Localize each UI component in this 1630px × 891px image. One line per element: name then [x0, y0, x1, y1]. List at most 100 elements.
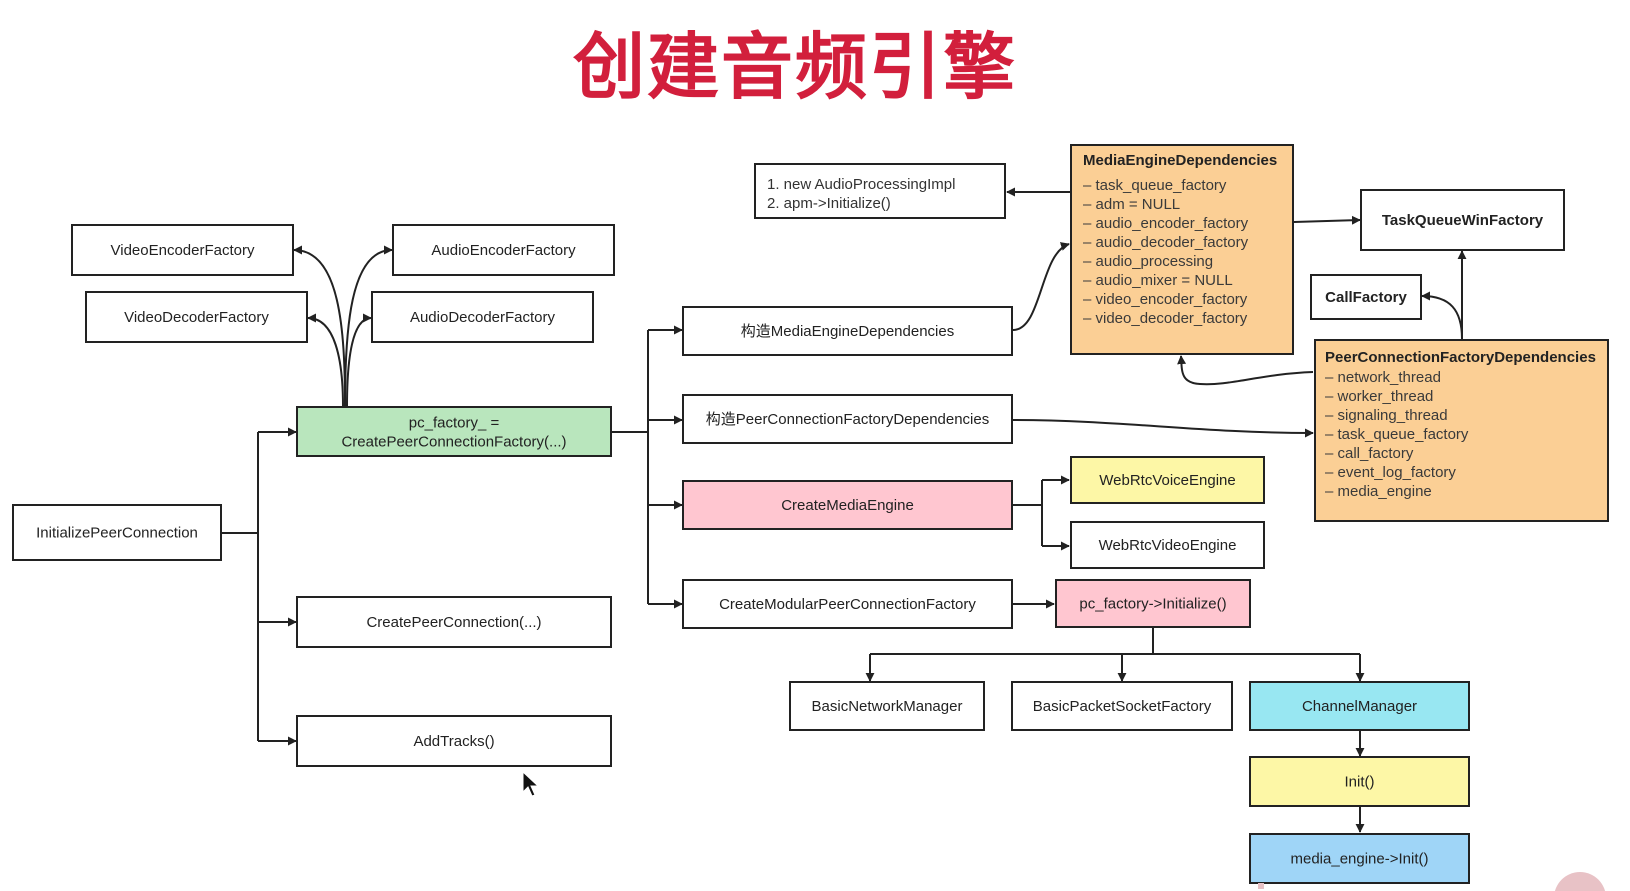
pcf-dependencies-item: – worker_thread	[1325, 388, 1433, 405]
node-initialize-peer-connection: InitializePeerConnection	[12, 504, 222, 561]
node-construct-media-engine-deps-box	[682, 306, 1013, 356]
node-construct-media-engine-deps-label: 构造MediaEngineDependencies	[741, 323, 954, 340]
edge-med-to-task-queue	[1293, 215, 1361, 225]
node-audio-decoder-factory: AudioDecoderFactory	[371, 291, 594, 343]
media-engine-dependencies-item: – task_queue_factory	[1083, 177, 1227, 194]
media-engine-dependencies-item: – audio_decoder_factory	[1083, 234, 1249, 251]
node-video-encoder-factory-label: VideoEncoderFactory	[111, 242, 255, 259]
node-audio-decoder-factory-box	[371, 291, 594, 343]
pcf-dependencies-items: – network_thread – worker_thread – signali…	[1325, 369, 1469, 500]
node-initialize-peer-connection-box	[12, 504, 222, 561]
node-add-tracks: AddTracks()	[296, 715, 612, 767]
node-media-engine-init-box	[1249, 833, 1470, 884]
node-create-modular-pcf-label: CreateModularPeerConnectionFactory	[719, 596, 976, 613]
media-engine-dependencies-item: – audio_mixer = NULL	[1083, 272, 1233, 289]
node-video-encoder-factory: VideoEncoderFactory	[71, 224, 294, 276]
diagram-nodes: InitializePeerConnection pc_factory_ = Cre…	[12, 189, 1565, 884]
node-channel-manager-label: ChannelManager	[1302, 698, 1417, 715]
pcf-dependencies-item: – signaling_thread	[1325, 407, 1448, 424]
node-create-media-engine-box	[682, 480, 1013, 530]
node-task-queue-win-factory-label: TaskQueueWinFactory	[1382, 212, 1544, 229]
node-webrtc-video-engine-label: WebRtcVideoEngine	[1099, 537, 1237, 554]
pcf-dependencies-item: – network_thread	[1325, 369, 1441, 386]
node-init: Init()	[1249, 756, 1470, 807]
pcf-dependencies-item: – task_queue_factory	[1325, 426, 1469, 443]
diagram-edges	[221, 187, 1467, 833]
node-add-tracks-label: AddTracks()	[413, 733, 494, 750]
pcf-dependencies-item: – media_engine	[1325, 483, 1432, 500]
node-channel-manager: ChannelManager	[1249, 681, 1470, 731]
node-init-label: Init()	[1345, 774, 1375, 791]
edge-pcf-to-audio-decoder	[346, 313, 372, 407]
node-initialize-peer-connection-label: InitializePeerConnection	[36, 525, 198, 542]
pcf-dependencies-title: PeerConnectionFactoryDependencies	[1325, 349, 1596, 366]
media-engine-dependencies-box	[1070, 144, 1294, 355]
node-pc-factory: pc_factory_ = CreatePeerConnectionFactory…	[296, 406, 612, 457]
media-engine-dependencies-item: – audio_encoder_factory	[1083, 215, 1249, 232]
node-webrtc-voice-engine-label: WebRtcVoiceEngine	[1099, 472, 1235, 489]
node-audio-decoder-factory-label: AudioDecoderFactory	[410, 309, 556, 326]
node-task-queue-win-factory-box	[1360, 189, 1565, 251]
node-pc-factory-label-line-2: CreatePeerConnectionFactory(...)	[341, 434, 566, 451]
node-basic-packet-socket-factory-label: BasicPacketSocketFactory	[1033, 698, 1212, 715]
media-engine-dependencies-item: – adm = NULL	[1083, 196, 1180, 213]
media-engine-dependencies-item: – video_decoder_factory	[1083, 310, 1248, 327]
media-engine-dependencies-item: – audio_processing	[1083, 253, 1213, 270]
node-basic-packet-socket-factory: BasicPacketSocketFactory	[1011, 681, 1233, 731]
node-webrtc-video-engine-box	[1070, 521, 1265, 569]
apm-note-line-1: 1. new AudioProcessingImpl	[767, 176, 955, 193]
media-engine-dependencies: MediaEngineDependencies – task_queue_fac…	[1070, 144, 1294, 355]
node-audio-encoder-factory: AudioEncoderFactory	[392, 224, 615, 276]
pcf-dependencies: PeerConnectionFactoryDependencies – netw…	[1314, 339, 1609, 522]
node-pc-factory-label: pc_factory_ =	[409, 415, 500, 432]
node-call-factory-box	[1310, 274, 1422, 320]
node-init-box	[1249, 756, 1470, 807]
node-basic-packet-socket-factory-box	[1011, 681, 1233, 731]
node-video-decoder-factory-box	[85, 291, 308, 343]
pcf-dependencies-box	[1314, 339, 1609, 522]
node-construct-pcf-deps-label: 构造PeerConnectionFactoryDependencies	[706, 411, 989, 428]
edge-pcf-to-audio-encoder	[344, 245, 393, 407]
node-media-engine-init: media_engine->Init()	[1249, 833, 1470, 884]
node-pc-factory-initialize: pc_factory->Initialize()	[1055, 579, 1251, 628]
media-engine-dependencies-item: – video_encoder_factory	[1083, 291, 1248, 308]
node-webrtc-video-engine: WebRtcVideoEngine	[1070, 521, 1265, 569]
node-create-modular-pcf-box	[682, 579, 1013, 629]
edge-construct-pcfd-to-struct	[1012, 419, 1314, 438]
node-create-peer-connection-box	[296, 596, 612, 648]
node-pc-factory-initialize-box	[1055, 579, 1251, 628]
node-video-decoder-factory: VideoDecoderFactory	[85, 291, 308, 343]
node-channel-manager-box	[1249, 681, 1470, 731]
node-audio-encoder-factory-label: AudioEncoderFactory	[431, 242, 576, 259]
node-create-modular-pcf: CreateModularPeerConnectionFactory	[682, 579, 1013, 629]
page-title: 创建音频引擎	[572, 25, 1017, 109]
node-construct-pcf-deps: 构造PeerConnectionFactoryDependencies	[682, 394, 1013, 444]
node-call-factory-label: CallFactory	[1325, 289, 1407, 306]
node-construct-pcf-deps-box	[682, 394, 1013, 444]
edge-pcfd-to-call-factory	[1421, 291, 1463, 340]
corner-decoration	[1258, 872, 1606, 891]
node-webrtc-voice-engine-box	[1070, 456, 1265, 504]
node-create-peer-connection-label: CreatePeerConnection(...)	[366, 614, 541, 631]
edge-pcfd-to-med	[1177, 355, 1314, 386]
apm-note: 1. new AudioProcessingImpl 2. apm->Initi…	[754, 163, 1006, 219]
node-create-media-engine-label: CreateMediaEngine	[781, 497, 914, 514]
node-basic-network-manager-box	[789, 681, 985, 731]
node-task-queue-win-factory: TaskQueueWinFactory	[1360, 189, 1565, 251]
node-media-engine-init-label: media_engine->Init()	[1291, 851, 1429, 868]
node-video-decoder-factory-label: VideoDecoderFactory	[124, 309, 269, 326]
media-engine-dependencies-items: – task_queue_factory – adm = NULL – audio_…	[1083, 177, 1249, 327]
node-pc-factory-box	[296, 406, 612, 457]
node-basic-network-manager-label: BasicNetworkManager	[812, 698, 963, 715]
apm-note-line-2: 2. apm->Initialize()	[767, 195, 891, 212]
node-create-media-engine: CreateMediaEngine	[682, 480, 1013, 530]
mouse-cursor-icon	[522, 770, 540, 797]
node-add-tracks-box	[296, 715, 612, 767]
node-webrtc-voice-engine: WebRtcVoiceEngine	[1070, 456, 1265, 504]
pcf-dependencies-item: – call_factory	[1325, 445, 1414, 462]
edge-pcf-to-video-decoder	[307, 313, 344, 407]
node-basic-network-manager: BasicNetworkManager	[789, 681, 985, 731]
node-call-factory: CallFactory	[1310, 274, 1422, 320]
node-video-encoder-factory-box	[71, 224, 294, 276]
